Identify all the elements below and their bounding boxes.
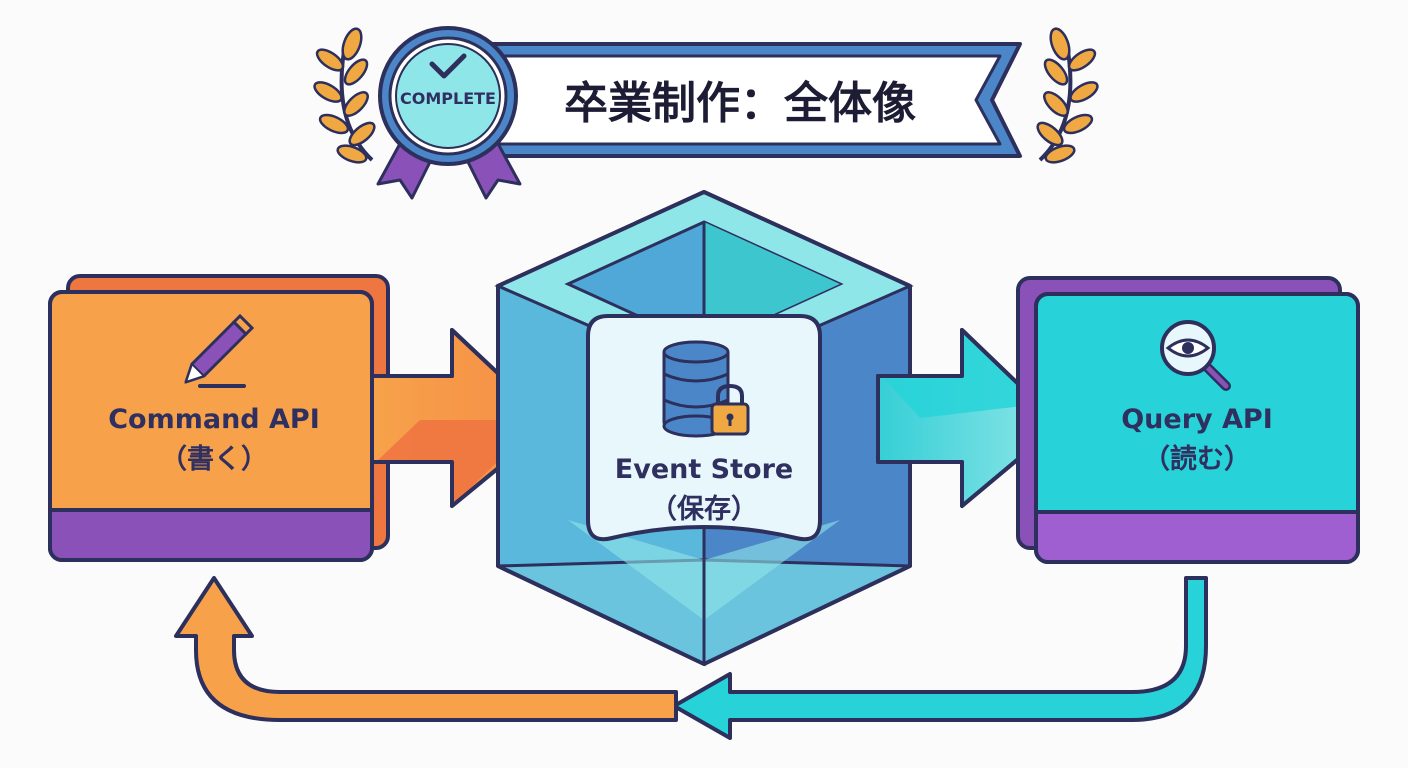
event-store-node: Event Store （保存）	[494, 190, 914, 667]
database-lock-icon	[662, 340, 750, 438]
arrow-store-to-query	[876, 328, 1062, 508]
command-api-label: Command API	[108, 404, 320, 435]
checkmark-icon	[429, 53, 467, 79]
event-store-label: Event Store	[615, 454, 793, 485]
event-store-sublabel: （保存）	[650, 494, 758, 525]
query-api-label: Query API	[1121, 404, 1273, 435]
feedback-loop-orange	[174, 576, 678, 722]
feedback-loop-teal	[672, 576, 1208, 740]
pen-icon	[184, 313, 255, 388]
title-banner: 卒業制作：全体像	[313, 26, 1099, 200]
complete-badge: COMPLETE	[378, 26, 518, 166]
query-api-sublabel: （読む）	[1143, 443, 1251, 475]
command-api-sublabel: （書く）	[160, 444, 268, 475]
badge-text: COMPLETE	[400, 89, 496, 108]
laurel-left-icon	[313, 27, 376, 164]
laurel-right-icon	[1036, 27, 1099, 164]
page-title: 卒業制作：全体像	[564, 78, 916, 129]
magnifier-eye-icon	[1160, 320, 1231, 391]
command-api-node: Command API （書く）	[48, 274, 390, 562]
query-api-node: Query API （読む）	[1016, 276, 1360, 564]
